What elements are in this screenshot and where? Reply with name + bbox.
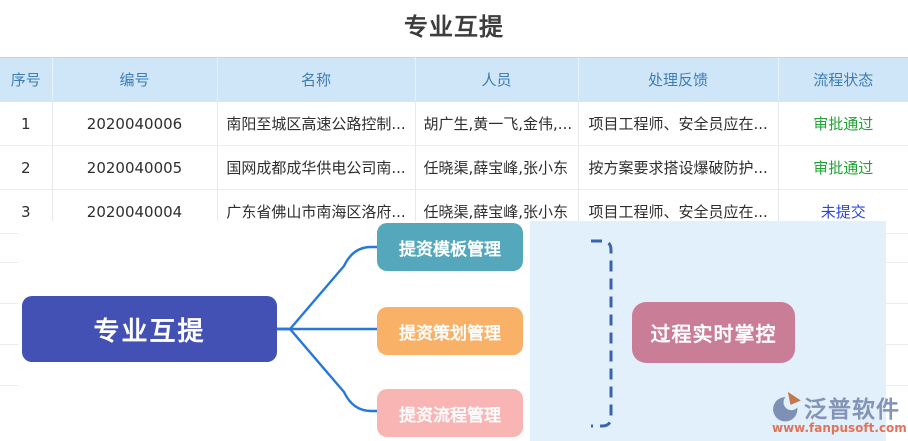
col-header-status: 流程状态 xyxy=(778,57,908,102)
status-badge: 审批通过 xyxy=(778,145,908,190)
col-header-code: 编号 xyxy=(52,57,218,102)
record-code-link[interactable]: 2020040006 xyxy=(52,101,218,146)
fanpu-logo-icon xyxy=(773,391,801,421)
vendor-name: 泛普软件 xyxy=(804,397,900,423)
vendor-url: www.fanpusoft.com xyxy=(772,421,907,435)
record-name-link[interactable]: 国网成都成华供电公司南... xyxy=(217,145,416,190)
vendor-branding: 泛普软件 www.fanpusoft.com xyxy=(772,390,907,435)
col-header-index: 序号 xyxy=(0,57,53,102)
col-header-staff: 人员 xyxy=(415,57,579,102)
record-code-link[interactable]: 2020040005 xyxy=(52,145,218,190)
record-feedback: 按方案要求搭设爆破防护... xyxy=(578,145,779,190)
col-header-name: 名称 xyxy=(217,57,416,102)
table-header-row: 序号 编号 名称 人员 处理反馈 流程状态 xyxy=(0,57,908,102)
page-title: 专业互提 xyxy=(404,13,504,41)
record-feedback: 项目工程师、安全员应在... xyxy=(578,101,779,146)
row-index: 1 xyxy=(0,101,53,146)
diagram-node-template-mgmt: 提资模板管理 xyxy=(377,223,523,271)
records-table: 序号 编号 名称 人员 处理反馈 流程状态 1 2020040006 南阳至城区… xyxy=(0,57,908,234)
table-row: 2 2020040005 国网成都成华供电公司南... 任晓渠,薛宝峰,张小东 … xyxy=(0,145,908,190)
table-row: 1 2020040006 南阳至城区高速公路控制... 胡广生,黄一飞,金伟,.… xyxy=(0,101,908,146)
diagram-result-node: 过程实时掌控 xyxy=(632,302,795,363)
status-badge: 审批通过 xyxy=(778,101,908,146)
diagram-node-process-mgmt: 提资流程管理 xyxy=(377,389,523,437)
record-staff: 任晓渠,薛宝峰,张小东 xyxy=(415,145,579,190)
diagram-node-planning-mgmt: 提资策划管理 xyxy=(377,307,523,355)
record-name-link[interactable]: 南阳至城区高速公路控制... xyxy=(217,101,416,146)
row-index: 2 xyxy=(0,145,53,190)
col-header-feedback: 处理反馈 xyxy=(578,57,779,102)
record-staff: 胡广生,黄一飞,金伟,... xyxy=(415,101,579,146)
diagram-root-node: 专业互提 xyxy=(22,296,277,362)
